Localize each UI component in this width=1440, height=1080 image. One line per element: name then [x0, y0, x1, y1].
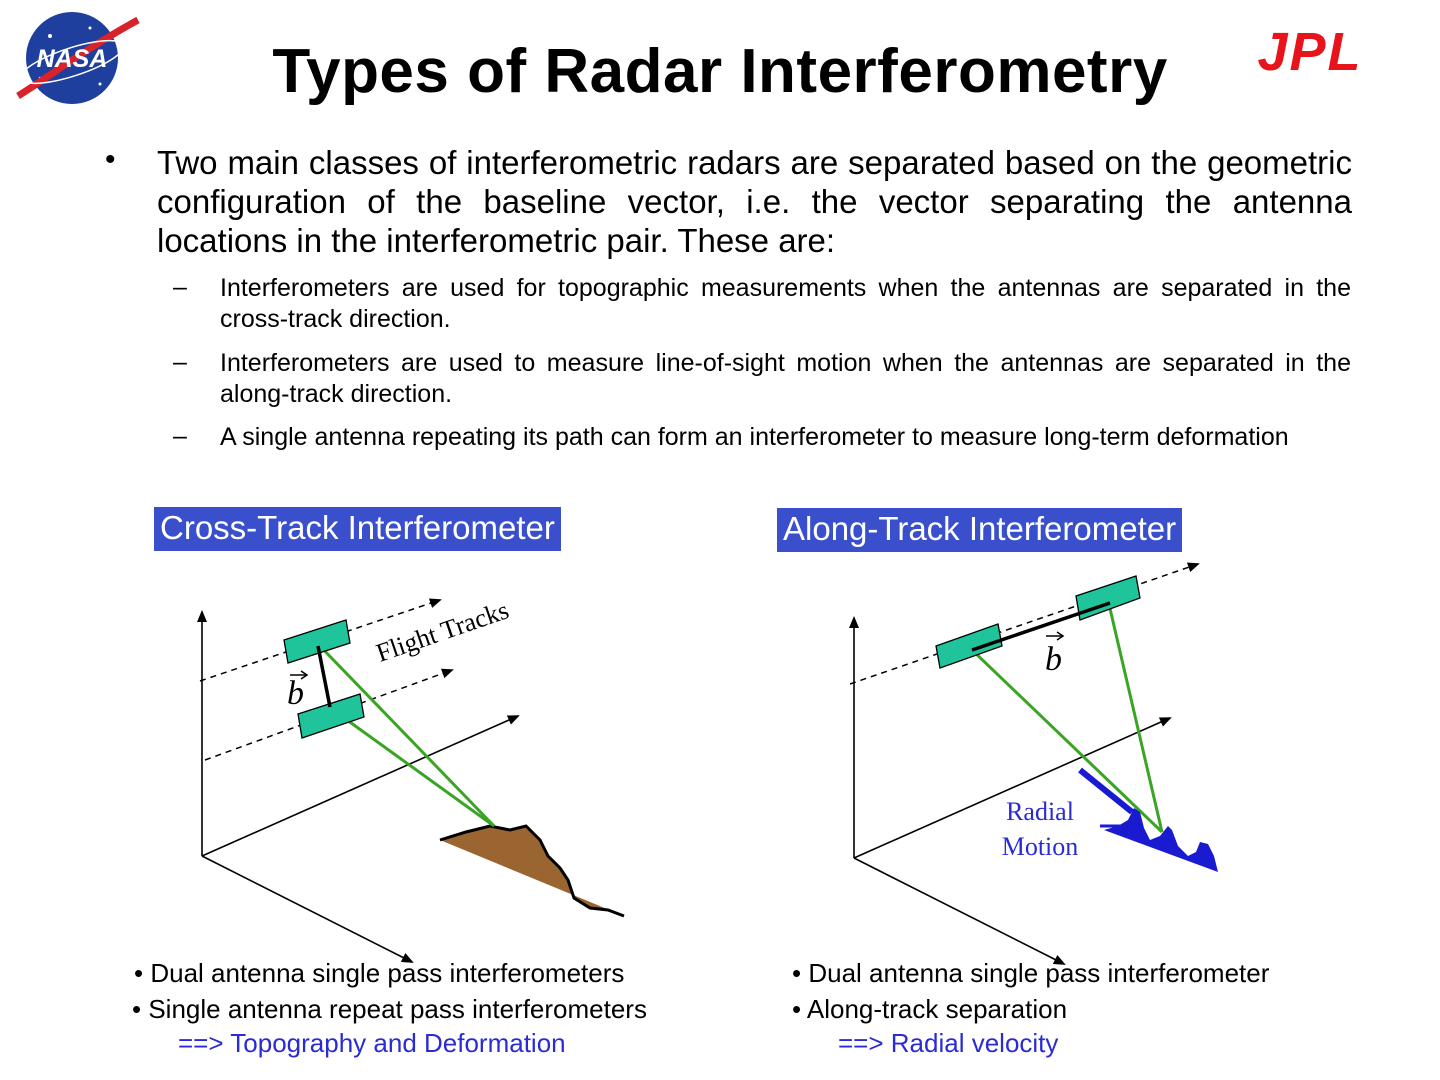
terrain-outline [439, 824, 625, 918]
cross-track-bullet-2: • Single antenna repeat pass interferome… [132, 994, 647, 1024]
page-title: Types of Radar Interferometry [272, 37, 1168, 106]
cross-track-diagram: b Flight Tracks [197, 595, 625, 963]
nasa-logo: NASA [16, 12, 140, 104]
sub-bullet-marker: – [173, 348, 187, 376]
antenna-aft [935, 623, 1003, 669]
along-track-axis [853, 857, 1066, 965]
antenna-lower [297, 693, 365, 739]
jpl-logo: JPL [1257, 26, 1362, 78]
flight-track [849, 562, 1200, 685]
along-track-bullet-2: • Along-track separation [792, 994, 1068, 1024]
baseline-vector [316, 645, 332, 708]
beam-fore [1106, 599, 1164, 833]
jpl-logo-text: JPL [1257, 26, 1362, 78]
beam-lower [328, 705, 495, 828]
along-track-diagram: b Radial Motion [849, 562, 1218, 965]
cross-track-bullet-1: • Dual antenna single pass interferomete… [134, 958, 625, 988]
cross-track-label: Cross-Track Interferometer [154, 507, 561, 551]
antenna-fore [1075, 575, 1141, 621]
cross-track-result: ==> Topography and Deformation [178, 1028, 566, 1058]
sub-bullet-text: Interferometers are used to measure line… [220, 349, 1351, 408]
along-track-bullet-1: • Dual antenna single pass interferomete… [792, 958, 1270, 988]
baseline-vector [971, 601, 1111, 652]
cross-track-axis [853, 717, 1172, 859]
vector-arrow-head [1056, 631, 1065, 641]
bullet-marker: • [105, 143, 116, 176]
beam-upper [316, 642, 496, 828]
flight-tracks-label: Flight Tracks [373, 595, 513, 667]
antenna-upper [283, 619, 351, 664]
vector-arrow-head [300, 670, 309, 680]
beam-aft [968, 646, 1164, 834]
sub-bullet-text: A single antenna repeating its path can … [220, 423, 1289, 451]
along-track-axis [201, 855, 414, 963]
radial-motion-label-1: Radial [1006, 797, 1074, 826]
along-track-result: ==> Radial velocity [838, 1028, 1059, 1058]
sub-bullet-text: Interferometers are used for topographic… [220, 274, 1351, 333]
along-track-label: Along-Track Interferometer [777, 508, 1183, 552]
radial-motion-arrow [1078, 767, 1134, 815]
cross-track-axis [201, 715, 520, 857]
moving-target [1104, 808, 1218, 872]
terrain [440, 826, 624, 916]
baseline-label: b [287, 675, 304, 712]
radial-motion-label-2: Motion [1002, 832, 1079, 861]
baseline-label: b [1045, 641, 1062, 678]
main-bullet-text: Two main classes of interferometric rada… [157, 144, 1352, 259]
sub-bullet-marker: – [173, 273, 187, 301]
nasa-logo-text: NASA [37, 45, 108, 73]
sub-bullet-marker: – [173, 422, 187, 450]
